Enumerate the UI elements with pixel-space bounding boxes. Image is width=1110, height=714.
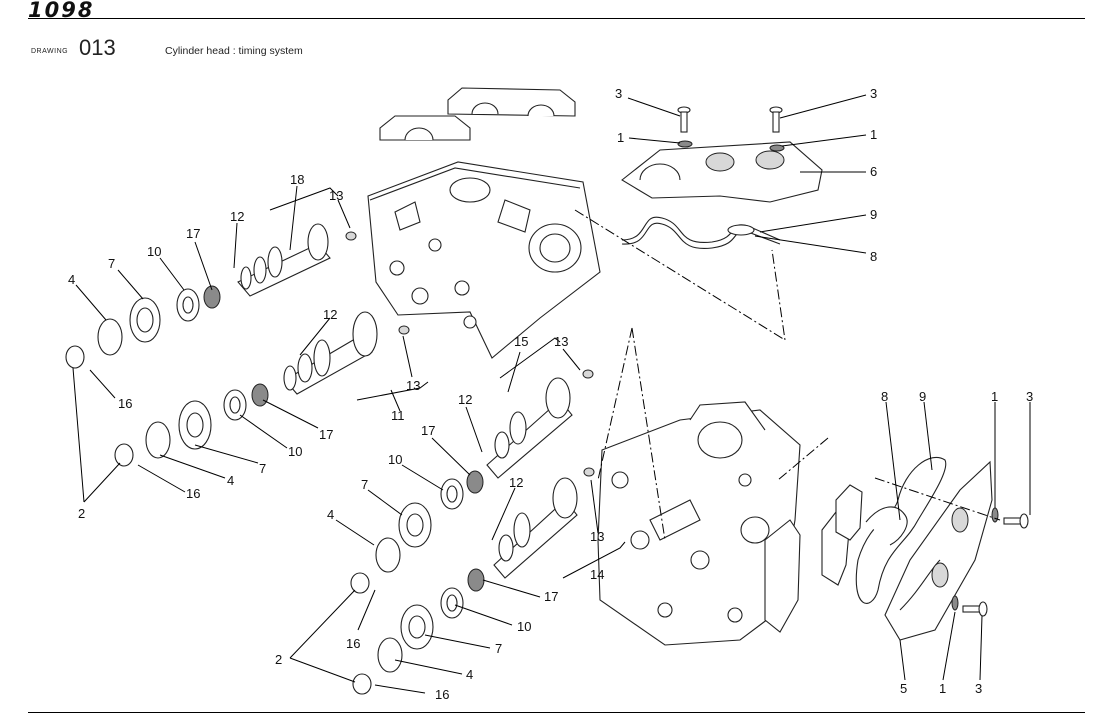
bolts-upper xyxy=(677,106,785,152)
callout-6: 6 xyxy=(870,164,877,179)
callout-labels: 3 1 3 1 6 9 8 18 13 12 17 10 7 4 16 12 1… xyxy=(68,86,1033,702)
callout-4: 4 xyxy=(227,473,234,488)
callout-15: 15 xyxy=(514,334,528,349)
callout-1: 1 xyxy=(870,127,877,142)
callout-1: 1 xyxy=(617,130,624,145)
callout-2: 2 xyxy=(78,506,85,521)
cam-cover-upper xyxy=(621,141,823,250)
callout-7: 7 xyxy=(259,461,266,476)
callout-13: 13 xyxy=(329,188,343,203)
callout-11: 11 xyxy=(391,408,405,423)
camshaft-18 xyxy=(237,223,357,297)
callout-10: 10 xyxy=(147,244,161,259)
callout-12: 12 xyxy=(509,475,523,490)
callout-13: 13 xyxy=(406,378,420,393)
callout-4: 4 xyxy=(466,667,473,682)
gear-set-lower-a xyxy=(350,470,484,594)
callout-10: 10 xyxy=(388,452,402,467)
header-rule xyxy=(28,18,1085,19)
bolts-lower xyxy=(951,507,1029,617)
lower-cylinder-head xyxy=(597,401,801,646)
camshaft-caps-lower xyxy=(764,484,863,633)
callout-3: 3 xyxy=(1026,389,1033,404)
callout-16: 16 xyxy=(346,636,360,651)
callout-17: 17 xyxy=(544,589,558,604)
footer-rule xyxy=(28,712,1085,713)
drawing-title: Cylinder head : timing system xyxy=(165,45,303,57)
callout-3: 3 xyxy=(870,86,877,101)
camshaft-11 xyxy=(283,311,410,395)
callout-16: 16 xyxy=(186,486,200,501)
drawing-number: 013 xyxy=(79,35,116,60)
callout-12: 12 xyxy=(230,209,244,224)
callout-13: 13 xyxy=(554,334,568,349)
assembly-lines xyxy=(574,209,1001,541)
callout-17: 17 xyxy=(186,226,200,241)
callout-8: 8 xyxy=(870,249,877,264)
drawing-word: DRAWING xyxy=(31,48,69,55)
camshaft-14 xyxy=(493,467,595,579)
callout-10: 10 xyxy=(288,444,302,459)
callout-10: 10 xyxy=(517,619,531,634)
callout-16: 16 xyxy=(118,396,132,411)
callout-18: 18 xyxy=(290,172,304,187)
brand-logo: 1098 xyxy=(28,0,95,22)
callout-2: 2 xyxy=(275,652,282,667)
gear-set-middle xyxy=(114,383,269,467)
callout-12: 12 xyxy=(458,392,472,407)
callout-5: 5 xyxy=(900,681,907,696)
callout-1: 1 xyxy=(939,681,946,696)
leader-lines xyxy=(72,94,1031,694)
callout-13: 13 xyxy=(590,529,604,544)
callout-9: 9 xyxy=(870,207,877,222)
gear-set-upper xyxy=(65,285,221,369)
callout-8: 8 xyxy=(881,389,888,404)
callout-12: 12 xyxy=(323,307,337,322)
callout-7: 7 xyxy=(108,256,115,271)
upper-cylinder-head xyxy=(367,161,601,359)
callout-3: 3 xyxy=(615,86,622,101)
callout-17: 17 xyxy=(319,427,333,442)
callout-4: 4 xyxy=(68,272,75,287)
callout-7: 7 xyxy=(361,477,368,492)
callout-1: 1 xyxy=(991,389,998,404)
camshaft-15 xyxy=(486,369,594,479)
callout-16: 16 xyxy=(435,687,449,702)
callout-14: 14 xyxy=(590,567,604,582)
callout-4: 4 xyxy=(327,507,334,522)
callout-17: 17 xyxy=(421,423,435,438)
cam-cover-lower xyxy=(855,457,993,641)
gear-set-lower-b xyxy=(352,568,485,695)
callout-9: 9 xyxy=(919,389,926,404)
callout-3: 3 xyxy=(975,681,982,696)
callout-7: 7 xyxy=(495,641,502,656)
camshaft-caps-upper xyxy=(379,87,576,141)
